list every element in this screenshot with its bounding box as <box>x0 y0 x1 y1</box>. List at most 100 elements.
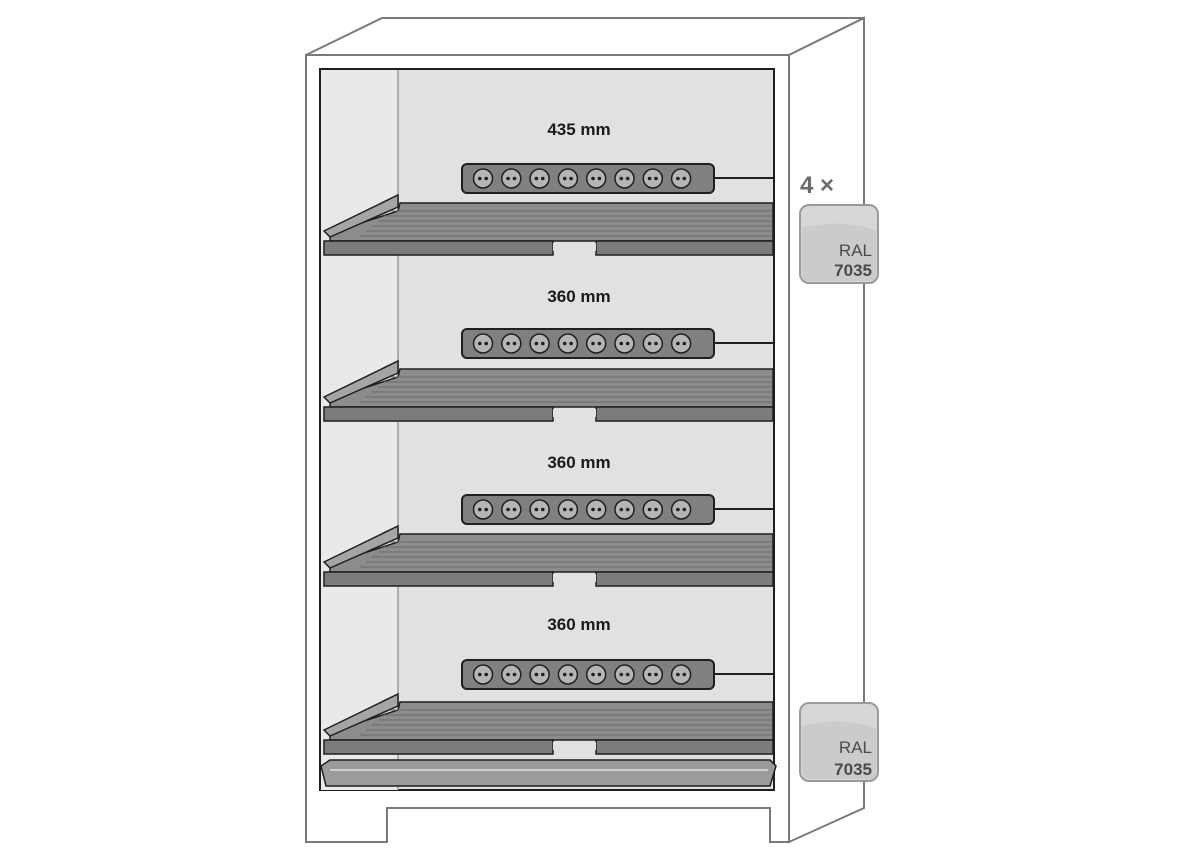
socket-pin <box>506 507 510 512</box>
socket-face <box>557 664 579 685</box>
socket-icon <box>501 333 522 354</box>
shelf-side-flange <box>322 193 399 238</box>
socket-pin <box>534 507 539 512</box>
socket-pin <box>625 341 630 346</box>
shelf <box>322 524 774 587</box>
shelf-center-gap <box>553 409 596 417</box>
socket-pin <box>484 341 489 346</box>
socket-icon <box>614 168 635 189</box>
compartment-4: 360 mm <box>322 615 774 755</box>
socket-pin <box>506 341 510 346</box>
height-label: 360 mm <box>547 453 610 472</box>
socket-icon <box>472 664 494 685</box>
socket-pin <box>484 507 489 512</box>
height-label: 435 mm <box>547 120 610 139</box>
ral-swatch-lower: RAL 7035 <box>799 702 879 782</box>
socket-face <box>529 168 550 189</box>
socket-icon <box>472 499 494 520</box>
socket-face <box>501 333 522 354</box>
socket-pin <box>512 176 517 181</box>
socket-face <box>614 499 635 520</box>
socket-icon <box>585 333 607 354</box>
socket-icon <box>614 499 635 520</box>
socket-icon <box>501 168 522 189</box>
socket-pin <box>625 672 630 677</box>
socket-pin <box>647 176 652 181</box>
shelf-side-flange <box>322 359 399 404</box>
socket-pin <box>591 341 595 346</box>
socket-face <box>585 168 607 189</box>
socket-face <box>529 499 550 520</box>
socket-icon <box>529 168 550 189</box>
height-label: 360 mm <box>547 615 610 634</box>
ral-swatch-lower-code: 7035 <box>834 760 872 779</box>
socket-icon <box>529 664 550 685</box>
socket-icon <box>501 499 522 520</box>
socket-pin <box>647 507 652 512</box>
socket-face <box>614 333 635 354</box>
socket-pin <box>512 341 517 346</box>
ral-swatch-upper-word: RAL <box>839 241 872 260</box>
socket-face <box>585 499 607 520</box>
socket-pin <box>534 672 539 677</box>
shelf-front-right <box>595 406 774 422</box>
socket-icon <box>585 168 607 189</box>
socket-pin <box>619 672 624 677</box>
socket-pin <box>506 176 510 181</box>
socket-face <box>585 664 607 685</box>
socket-pin <box>478 672 482 677</box>
socket-pin <box>647 672 652 677</box>
socket-pin <box>676 176 680 181</box>
socket-pin <box>654 176 658 181</box>
socket-pin <box>682 341 687 346</box>
socket-face <box>642 664 664 685</box>
socket-face <box>614 168 635 189</box>
compartment-1: 435 mm <box>322 120 774 256</box>
socket-icon <box>472 333 494 354</box>
socket-pin <box>562 672 567 677</box>
socket-icon <box>670 499 692 520</box>
quantity-label: 4 × <box>800 172 834 199</box>
socket-pin <box>562 507 567 512</box>
shelf <box>322 359 774 422</box>
socket-face <box>642 499 664 520</box>
socket-face <box>529 333 550 354</box>
socket-face <box>642 168 664 189</box>
socket-icon <box>472 168 494 189</box>
socket-pin <box>506 672 510 677</box>
socket-icon <box>529 333 550 354</box>
ral-swatch-lower-shade <box>802 721 876 779</box>
socket-pin <box>591 176 595 181</box>
compartment-3: 360 mm <box>322 453 774 587</box>
socket-icon <box>557 499 579 520</box>
socket-pin <box>478 341 482 346</box>
shelf <box>322 193 774 256</box>
socket-face <box>529 664 550 685</box>
socket-icon <box>642 664 664 685</box>
socket-icon <box>501 664 522 685</box>
ral-swatch-upper-code: 7035 <box>834 261 872 280</box>
shelf-front-right <box>595 571 774 587</box>
socket-icon <box>614 333 635 354</box>
socket-icon <box>585 664 607 685</box>
socket-pin <box>534 176 539 181</box>
socket-icon <box>642 333 664 354</box>
shelf-side-flange <box>322 692 399 737</box>
shelf-front-right <box>595 739 774 755</box>
shelf-front-left <box>323 571 554 587</box>
socket-pin <box>541 507 545 512</box>
socket-pin <box>569 176 573 181</box>
power-strip-icon <box>461 328 773 359</box>
socket-icon <box>642 168 664 189</box>
socket-pin <box>619 507 624 512</box>
shelf-front-left <box>323 739 554 755</box>
socket-pin <box>597 341 602 346</box>
socket-icon <box>642 499 664 520</box>
socket-pin <box>647 341 652 346</box>
socket-face <box>472 664 494 685</box>
socket-pin <box>569 672 573 677</box>
socket-face <box>642 333 664 354</box>
socket-pin <box>654 341 658 346</box>
ral-swatch-upper-shade <box>802 223 876 281</box>
